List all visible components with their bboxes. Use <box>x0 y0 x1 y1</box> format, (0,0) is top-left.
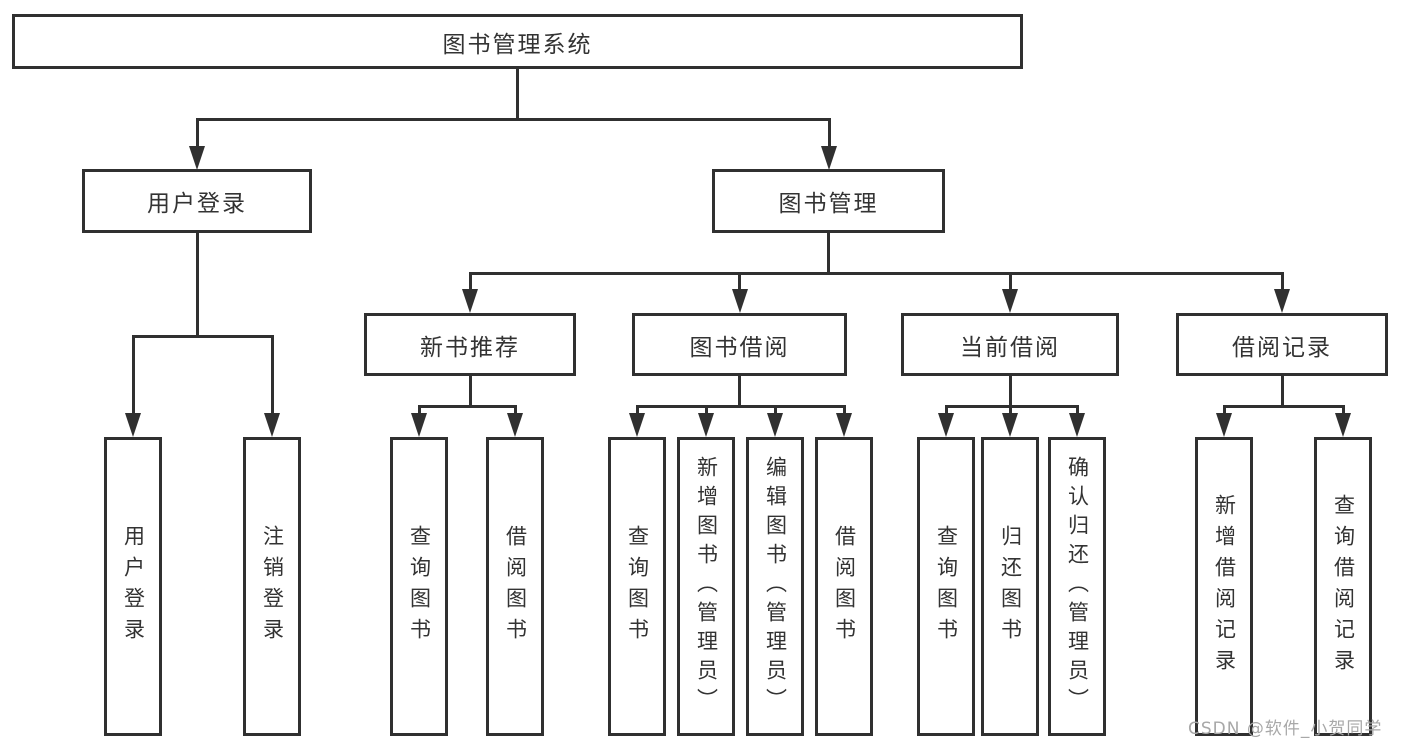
arrowhead-leaf-logout <box>263 413 280 437</box>
node-library-management-system-label: 图书管理系统 <box>442 31 593 58</box>
edge-user-login-stem <box>195 233 199 335</box>
leaf-user-login: 用户登录 <box>104 437 162 736</box>
edge-to-book-borrow <box>738 272 741 291</box>
node-user-login: 用户登录 <box>82 169 312 233</box>
arrowhead-borrow-records <box>1273 289 1290 313</box>
node-current-borrow-label: 当前借阅 <box>960 334 1060 361</box>
edge-to-leaf-query-borrow-record <box>1341 405 1345 415</box>
edge-book-borrow-stem <box>738 376 741 405</box>
edge-book-management-stem <box>827 233 830 272</box>
edge-to-leaf-add-borrow-record <box>1222 405 1226 415</box>
edge-to-borrow-records <box>1280 272 1284 291</box>
leaf-borrow-books-1-label: 借阅图书 <box>503 524 528 649</box>
arrowhead-leaf-query-borrow-record <box>1334 413 1351 437</box>
leaf-add-book-admin-label: 新增图书（管理员） <box>694 456 719 717</box>
leaf-borrow-books-1: 借阅图书 <box>486 437 544 736</box>
edge-new-book-recommend-stem <box>468 376 472 405</box>
arrowhead-leaf-add-book <box>697 413 714 437</box>
arrowhead-leaf-edit-book <box>766 413 783 437</box>
node-current-borrow: 当前借阅 <box>901 313 1119 376</box>
edge-borrow-records-stem <box>1280 376 1284 405</box>
leaf-borrow-books-2-label: 借阅图书 <box>832 524 857 649</box>
arrowhead-user-login <box>188 146 205 170</box>
leaf-add-borrow-record-label: 新增借阅记录 <box>1212 493 1237 680</box>
node-book-management: 图书管理 <box>712 169 945 233</box>
leaf-query-books-2: 查询图书 <box>608 437 666 736</box>
edge-to-new-book-recommend <box>468 272 472 291</box>
arrowhead-leaf-add-borrow-record <box>1215 413 1232 437</box>
edge-borrow-records-bar <box>1222 405 1345 408</box>
leaf-query-borrow-record: 查询借阅记录 <box>1314 437 1372 736</box>
leaf-query-books-1: 查询图书 <box>390 437 448 736</box>
leaf-query-books-3: 查询图书 <box>917 437 975 736</box>
leaf-logout: 注销登录 <box>243 437 301 736</box>
leaf-add-borrow-record: 新增借阅记录 <box>1195 437 1253 736</box>
node-library-management-system: 图书管理系统 <box>12 14 1023 69</box>
node-borrow-records: 借阅记录 <box>1176 313 1388 376</box>
edge-new-book-recommend-bar <box>417 405 517 408</box>
leaf-edit-book-admin-label: 编辑图书（管理员） <box>763 456 788 717</box>
arrowhead-leaf-confirm-return <box>1068 413 1085 437</box>
leaf-edit-book-admin: 编辑图书（管理员） <box>746 437 804 736</box>
leaf-query-books-3-label: 查询图书 <box>934 524 959 649</box>
edge-to-leaf-query-books-3 <box>944 405 948 415</box>
edge-to-leaf-query-books-1 <box>417 405 421 415</box>
arrowhead-book-borrow <box>731 289 748 313</box>
node-borrow-records-label: 借阅记录 <box>1232 334 1332 361</box>
leaf-query-books-2-label: 查询图书 <box>625 524 650 649</box>
arrowhead-book-management <box>820 146 837 170</box>
edge-book-borrow-bar <box>635 405 846 408</box>
node-new-book-recommend: 新书推荐 <box>364 313 576 376</box>
node-book-borrow-label: 图书借阅 <box>689 334 790 361</box>
edge-current-borrow-stem <box>1008 376 1012 405</box>
edge-user-login-bar <box>131 335 274 338</box>
edge-to-book-management <box>827 118 831 146</box>
edge-to-current-borrow <box>1008 272 1012 291</box>
leaf-query-borrow-record-label: 查询借阅记录 <box>1331 493 1356 680</box>
leaf-user-login-label: 用户登录 <box>121 524 146 649</box>
edge-to-leaf-confirm-return <box>1075 405 1079 415</box>
arrowhead-leaf-borrow-books-1 <box>506 413 523 437</box>
node-book-borrow: 图书借阅 <box>632 313 847 376</box>
watermark-csdn: CSDN @软件_小贺同学 <box>1188 719 1383 739</box>
arrowhead-leaf-return-books <box>1001 413 1018 437</box>
leaf-return-books-label: 归还图书 <box>998 524 1023 649</box>
edge-to-leaf-return-books <box>1008 405 1012 415</box>
edge-to-user-login <box>195 118 199 146</box>
edge-to-leaf-query-books-2 <box>635 405 639 415</box>
edge-to-leaf-edit-book <box>773 405 777 415</box>
edge-root-stem <box>516 69 519 118</box>
edge-to-leaf-borrow-books-1 <box>513 405 517 415</box>
edge-to-leaf-add-book <box>704 405 708 415</box>
arrowhead-leaf-user-login <box>124 413 141 437</box>
leaf-query-books-1-label: 查询图书 <box>407 524 432 649</box>
leaf-return-books: 归还图书 <box>981 437 1039 736</box>
edge-to-leaf-user-login <box>131 335 135 415</box>
arrowhead-new-book-recommend <box>461 289 478 313</box>
arrowhead-current-borrow <box>1001 289 1018 313</box>
edge-to-leaf-borrow-books-2 <box>842 405 846 415</box>
leaf-confirm-return-admin: 确认归还（管理员） <box>1048 437 1106 736</box>
arrowhead-leaf-query-books-1 <box>410 413 427 437</box>
edge-book-management-bar <box>468 272 1284 275</box>
leaf-logout-label: 注销登录 <box>260 524 285 649</box>
edge-current-borrow-bar <box>944 405 1079 408</box>
edge-to-leaf-logout <box>270 335 274 415</box>
leaf-borrow-books-2: 借阅图书 <box>815 437 873 736</box>
node-user-login-label: 用户登录 <box>147 191 247 217</box>
leaf-add-book-admin: 新增图书（管理员） <box>677 437 735 736</box>
edge-root-bar <box>195 118 831 121</box>
leaf-confirm-return-admin-label: 确认归还（管理员） <box>1065 456 1090 717</box>
arrowhead-leaf-query-books-2 <box>628 413 645 437</box>
arrowhead-leaf-borrow-books-2 <box>835 413 852 437</box>
node-new-book-recommend-label: 新书推荐 <box>420 334 520 361</box>
arrowhead-leaf-query-books-3 <box>937 413 954 437</box>
node-book-management-label: 图书管理 <box>778 191 879 217</box>
